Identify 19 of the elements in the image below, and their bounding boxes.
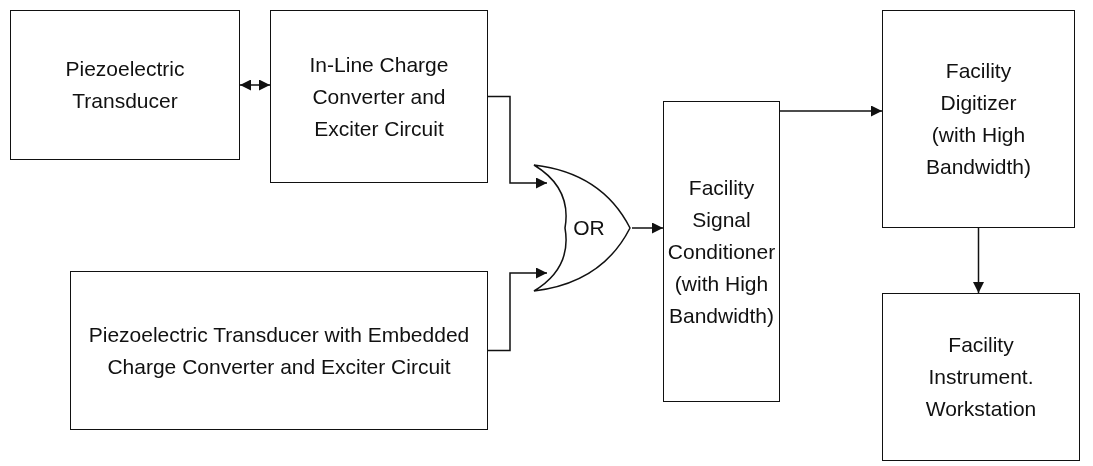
box-label: In-Line Charge Converter and Exciter Circuit: [308, 51, 450, 142]
box-label: Facility Signal Conditioner (with High Bandwidth): [667, 174, 776, 329]
arrow: [973, 227, 984, 294]
process-box: [663, 101, 780, 402]
process-box: [70, 271, 488, 430]
arrow: [779, 105, 883, 117]
arrow: [487, 267, 548, 352]
box-label: Facility Instrument. Workstation: [924, 332, 1038, 422]
arrow: [239, 79, 271, 91]
process-box: [882, 10, 1075, 228]
box-label: Piezoelectric Transducer with Embedded Charge Converter and Exciter Circuit: [87, 321, 471, 380]
box-label: Facility Digitizer (with High Bandwidth): [924, 58, 1033, 180]
process-box: [10, 10, 240, 160]
process-box: [270, 10, 488, 183]
box-label: Piezoelectric Transducer: [64, 56, 186, 114]
gate-label: OR: [573, 215, 605, 242]
arrow: [631, 222, 664, 234]
process-box: [882, 293, 1080, 461]
arrow: [487, 95, 548, 189]
